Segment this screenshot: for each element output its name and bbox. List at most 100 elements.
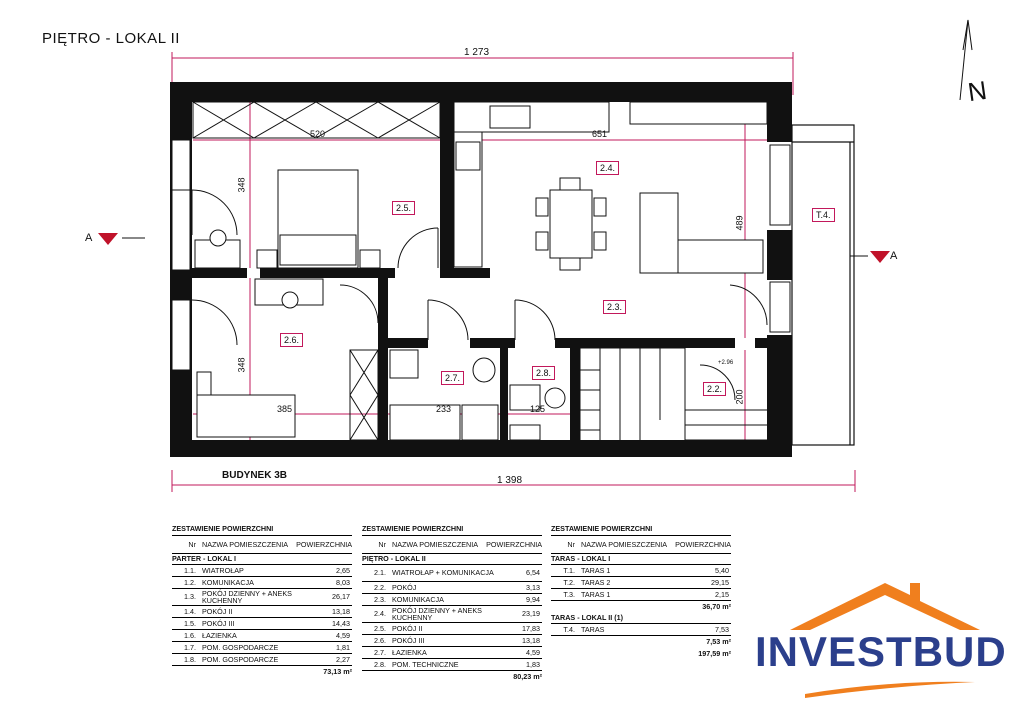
cell-nr: T.3.	[563, 589, 575, 599]
cell-area: 23,19	[522, 609, 540, 619]
table-header: Nr NAZWA POMIESZCZENIA POWIERZCHNIA	[172, 536, 352, 554]
cell-area: 29,15	[711, 577, 729, 587]
cell-nr: 2.3.	[374, 594, 386, 604]
cell-area: 3,13	[526, 582, 540, 592]
cell-nr: 2.1.	[374, 568, 386, 578]
section-marker-left: A	[85, 232, 93, 244]
table-total-2: 7,53 m²	[706, 637, 731, 647]
area-table-2: ZESTAWIENIE POWIERZCHNI Nr NAZWA POMIESZ…	[362, 522, 542, 683]
cell-name: KOMUNIKACJA	[392, 594, 444, 604]
cell-nr: T.2.	[563, 577, 575, 587]
terrace	[791, 124, 855, 446]
header-name: NAZWA POMIESZCZENIA	[581, 539, 667, 549]
cell-nr: 1.6.	[184, 630, 196, 640]
cell-name: POKÓJ III	[392, 635, 425, 645]
cell-nr: 1.1.	[184, 565, 196, 575]
cell-name: TARAS 1	[581, 565, 611, 575]
cell-area: 26,17	[332, 592, 350, 602]
cell-area: 13,18	[332, 606, 350, 616]
cell-area: 8,03	[336, 577, 350, 587]
logo-swoosh-icon	[805, 681, 975, 698]
header-area: POWIERZCHNIA	[296, 539, 352, 549]
cell-nr: 2.8.	[374, 659, 386, 669]
header-area: POWIERZCHNIA	[486, 539, 542, 549]
sofa	[639, 192, 764, 274]
dimension-top-total: 1 273	[464, 47, 490, 58]
north-arrow-icon	[959, 19, 973, 101]
kitchen	[453, 101, 768, 268]
table-title: ZESTAWIENIE POWIERZCHNI	[551, 522, 731, 536]
cell-nr: 2.6.	[374, 635, 386, 645]
table-row: 2.3. KOMUNIKACJA 9,94	[362, 594, 542, 606]
section-markers	[98, 233, 890, 263]
dimension-bath-width: 233	[436, 404, 452, 414]
cell-nr: T.1.	[563, 565, 575, 575]
table-section: PARTER - LOKAL I	[172, 554, 352, 565]
dining-table	[535, 177, 607, 271]
room-label-2-8: 2.8.	[532, 366, 556, 380]
room-label-2-5: 2.5.	[392, 201, 416, 215]
bed	[256, 169, 381, 269]
cell-name: ŁAZIENKA	[202, 630, 237, 640]
table-total: 80,23 m²	[513, 672, 542, 682]
room-label-2-3: 2.3.	[603, 300, 627, 314]
cell-nr: 1.4.	[184, 606, 196, 616]
cell-area: 1,81	[336, 642, 350, 652]
dimension-room26-width: 385	[277, 404, 293, 414]
table-header: Nr NAZWA POMIESZCZENIA POWIERZCHNIA	[362, 536, 542, 554]
table-total: 73,13 m²	[323, 667, 352, 677]
cell-area: 2,15	[715, 589, 729, 599]
header-name: NAZWA POMIESZCZENIA	[392, 539, 478, 549]
walls	[170, 82, 792, 457]
table-header: Nr NAZWA POMIESZCZENIA POWIERZCHNIA	[551, 536, 731, 554]
cell-name: POKÓJ DZIENNY + ANEKS KUCHENNY	[392, 605, 482, 622]
room-label-2-2: 2.2.	[703, 382, 727, 396]
logo-roof-icon	[790, 583, 980, 630]
cell-nr: 1.5.	[184, 618, 196, 628]
header-nr: Nr	[188, 539, 196, 549]
cell-area: 17,83	[522, 623, 540, 633]
table-section: PIĘTRO - LOKAL II	[362, 554, 542, 565]
cell-name: POKÓJ DZIENNY + ANEKS KUCHENNY	[202, 588, 292, 605]
dimension-living-width: 651	[592, 129, 608, 139]
building-label: BUDYNEK 3B	[222, 470, 288, 481]
cell-nr: 2.5.	[374, 623, 386, 633]
dimension-living-height: 489	[734, 215, 745, 231]
cell-name: POKÓJ III	[202, 618, 235, 628]
cell-name: WIATROŁAP + KOMUNIKACJA	[392, 568, 494, 578]
cell-area: 9,94	[526, 594, 540, 604]
cell-name: ŁAZIENKA	[392, 647, 427, 657]
cell-name: POM. GOSPODARCZE	[202, 654, 279, 664]
table-total: 36,70 m²	[702, 602, 731, 612]
logo-text: INVESTBUD	[755, 628, 1007, 675]
header-nr: Nr	[378, 539, 386, 549]
level-mark: +2.96	[718, 360, 734, 366]
cell-name: POKÓJ	[392, 582, 417, 592]
room-label-t-4: T.4.	[812, 208, 835, 222]
table-title: ZESTAWIENIE POWIERZCHNI	[362, 522, 542, 536]
wardrobe	[192, 101, 441, 441]
cell-name: POM. TECHNICZNE	[392, 659, 459, 669]
cell-nr: 1.3.	[184, 592, 196, 602]
cell-area: 5,40	[715, 565, 729, 575]
dimension-tech-width: 125	[530, 404, 546, 414]
cell-name: WIATROŁAP	[202, 565, 244, 575]
roof-shape	[790, 583, 980, 630]
windows	[171, 139, 791, 371]
